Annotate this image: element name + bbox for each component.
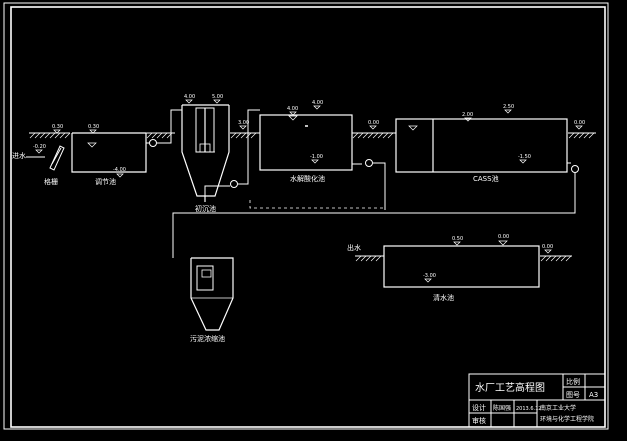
elev-cass-top: 2.00	[462, 112, 473, 118]
elev-cass-bottom: -1.50	[518, 154, 531, 160]
label-outflow: 出水	[347, 243, 361, 252]
clear-water-tank	[383, 240, 540, 288]
elev-clear-bottom: -3.00	[423, 273, 436, 279]
sludge-dashed-lines	[172, 200, 385, 258]
elev-screen-top: 0.30	[52, 124, 63, 130]
ground-hatching	[29, 132, 595, 262]
label-regulating-tank: 调节池	[95, 177, 116, 186]
label-settling-tank: 初沉池	[195, 204, 216, 213]
ground-lines	[29, 132, 596, 257]
elev-hydrolysis-top: 4.00	[287, 106, 298, 112]
elev-regulating-top: 0.30	[88, 124, 99, 130]
pump-1	[146, 109, 182, 147]
elev-cass-top2: 2.50	[503, 104, 514, 110]
title-block-text: 水厂工艺高程图 比例 图号 A3 设计 审核 陈国强 2013.6.12 南京工…	[472, 377, 598, 425]
drawing-title: 水厂工艺高程图	[475, 381, 545, 394]
designer-name: 陈国强	[493, 404, 511, 412]
drawing-no-label: 图号	[566, 391, 580, 399]
pump-3	[352, 159, 386, 210]
settling-tank	[181, 104, 230, 202]
label-sludge-tank: 污泥浓缩池	[190, 334, 225, 343]
elev-settling-weir: 5.00	[212, 94, 223, 100]
elev-pipe-2: 0.00	[574, 120, 585, 126]
elev-clear-outflow: 0.00	[542, 244, 553, 250]
elev-clear-water-level: 0.00	[498, 234, 509, 240]
elev-pipe-1: 0.00	[368, 120, 379, 126]
scale-label: 比例	[566, 377, 580, 386]
elev-settling-top: 4.00	[184, 94, 195, 100]
unit-labels: 进水 格栅 调节池 初沉池 水解酸化池 CASS池 出水 清水池 污泥浓缩池	[12, 151, 499, 343]
label-cass-tank: CASS池	[473, 174, 499, 183]
designer-date: 2013.6.12	[516, 406, 541, 412]
hydrolysis-tank	[259, 114, 353, 171]
label-clear-water-tank: 清水池	[433, 293, 454, 302]
sludge-thickening-tank	[190, 257, 234, 331]
drawing-no: A3	[589, 391, 598, 399]
pump-2	[204, 109, 260, 202]
drawing-frame	[3, 2, 609, 430]
elev-hydrolysis-bottom: -1.00	[310, 154, 323, 160]
regulating-tank	[71, 132, 147, 173]
elevation-labels: -0.20 0.30 0.30 -4.00 4.00 5.00 3.00 4.0…	[33, 94, 585, 279]
label-hydrolysis-tank: 水解酸化池	[290, 174, 325, 183]
checker-label: 审核	[472, 416, 486, 425]
designer-label: 设计	[472, 403, 486, 412]
school-name: 南京工业大学	[540, 404, 576, 412]
elev-regulating-bottom: -4.00	[113, 167, 126, 173]
elev-clear-top: 0.50	[452, 236, 463, 242]
elev-inflow-ground: -0.20	[33, 144, 46, 150]
title-block	[468, 373, 606, 428]
elev-hydrolysis-in: 3.00	[238, 120, 249, 126]
label-inflow: 进水	[12, 151, 26, 160]
pump-4	[172, 162, 579, 258]
elev-hydrolysis-level: 4.00	[312, 100, 323, 106]
department-name: 环境与化学工程学院	[540, 415, 594, 423]
screen-symbol	[49, 145, 65, 171]
label-screen: 格栅	[44, 177, 58, 186]
cass-tank	[395, 118, 568, 173]
elevation-markers	[35, 99, 583, 283]
